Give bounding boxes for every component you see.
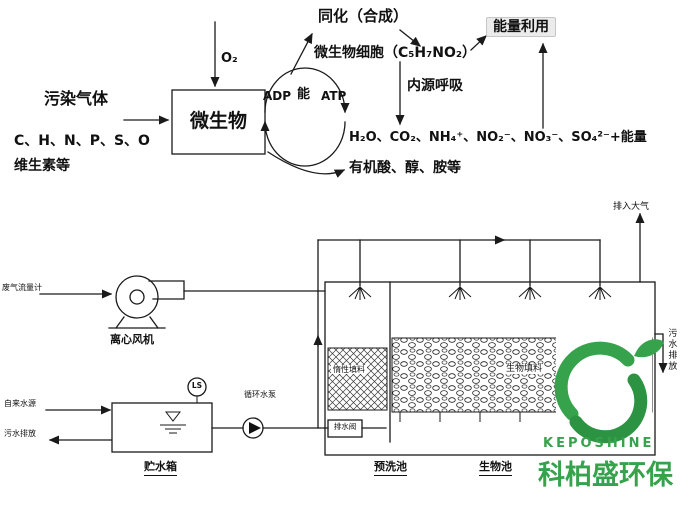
prewash-packing-label: 惰性填料 bbox=[331, 365, 367, 375]
level-switch-label: LS bbox=[191, 381, 203, 390]
to-cells-arrow bbox=[399, 29, 422, 47]
prewash-packing-bed bbox=[327, 347, 388, 411]
bio-pool-label: 生物池 bbox=[479, 460, 512, 476]
right-drain-label: 污水排放 bbox=[666, 328, 677, 372]
organic-acids-label: 有机酸、醇、胺等 bbox=[349, 160, 461, 176]
spray-drop-pipes bbox=[359, 239, 601, 287]
tank-label: 贮水箱 bbox=[144, 460, 177, 476]
elements-label: C、H、N、P、S、O bbox=[14, 133, 150, 149]
centrifugal-fan bbox=[108, 275, 185, 329]
pool-shell bbox=[324, 281, 656, 456]
brand-logo bbox=[554, 332, 664, 444]
fan-label: 离心风机 bbox=[110, 333, 154, 346]
assimilation-arrow bbox=[290, 32, 313, 75]
tap-water-label: 自来水源 bbox=[4, 399, 36, 408]
o2-label: O₂ bbox=[221, 51, 238, 66]
left-drain-label: 污水排放 bbox=[4, 429, 36, 438]
energy-mid-label: 能 bbox=[297, 87, 311, 102]
spray-nozzles bbox=[348, 286, 612, 300]
brand-name-cn: 科柏盛环保 bbox=[538, 460, 673, 491]
microbe-box-label: 微生物 bbox=[189, 110, 247, 133]
assimilation-label: 同化（合成） bbox=[318, 7, 409, 25]
water-level-symbol bbox=[160, 411, 186, 434]
circulation-pump bbox=[211, 417, 329, 439]
pump-label: 循环水泵 bbox=[244, 390, 276, 399]
waste-gas-inlet-label: 废气流量计 bbox=[2, 283, 42, 292]
prewash-pool-label: 预洗池 bbox=[374, 460, 407, 476]
to-energy-use-arrow bbox=[470, 35, 487, 51]
organic-acids-arrow bbox=[267, 151, 346, 178]
drain-valve-label: 排水阀 bbox=[333, 422, 357, 431]
brand-name-en: KEPOSHINE bbox=[543, 436, 655, 451]
water-tank bbox=[111, 402, 213, 453]
bio-packing-label: 生物填料 bbox=[504, 364, 545, 375]
energy-use-label: 能量利用 bbox=[486, 17, 556, 38]
vitamins-label: 维生素等 bbox=[14, 158, 70, 174]
logo-leaf-right bbox=[569, 373, 648, 444]
pollutant-gas-label: 污染气体 bbox=[44, 89, 109, 108]
atp-label: ATP bbox=[321, 89, 347, 103]
adp-label: ADP bbox=[263, 89, 292, 103]
metabolism-arrows bbox=[123, 21, 548, 178]
metabolic-products-label: H₂O、CO₂、NH₄⁺、NO₂⁻、NO₃⁻、SO₄²⁻+能量 bbox=[349, 130, 647, 145]
logo-leaf-left bbox=[554, 341, 635, 421]
adp-atp-cycle-bottom bbox=[260, 120, 346, 167]
adp-atp-cycle-top bbox=[264, 67, 350, 114]
logo-leaf-tip bbox=[634, 339, 664, 358]
right-drain-pipe bbox=[654, 333, 668, 374]
endogenous-respiration-label: 内源呼吸 bbox=[407, 78, 463, 94]
exhaust-label: 排入大气 bbox=[613, 202, 650, 212]
microbial-cells-label: 微生物细胞（C₅H₇NO₂） bbox=[314, 45, 477, 61]
